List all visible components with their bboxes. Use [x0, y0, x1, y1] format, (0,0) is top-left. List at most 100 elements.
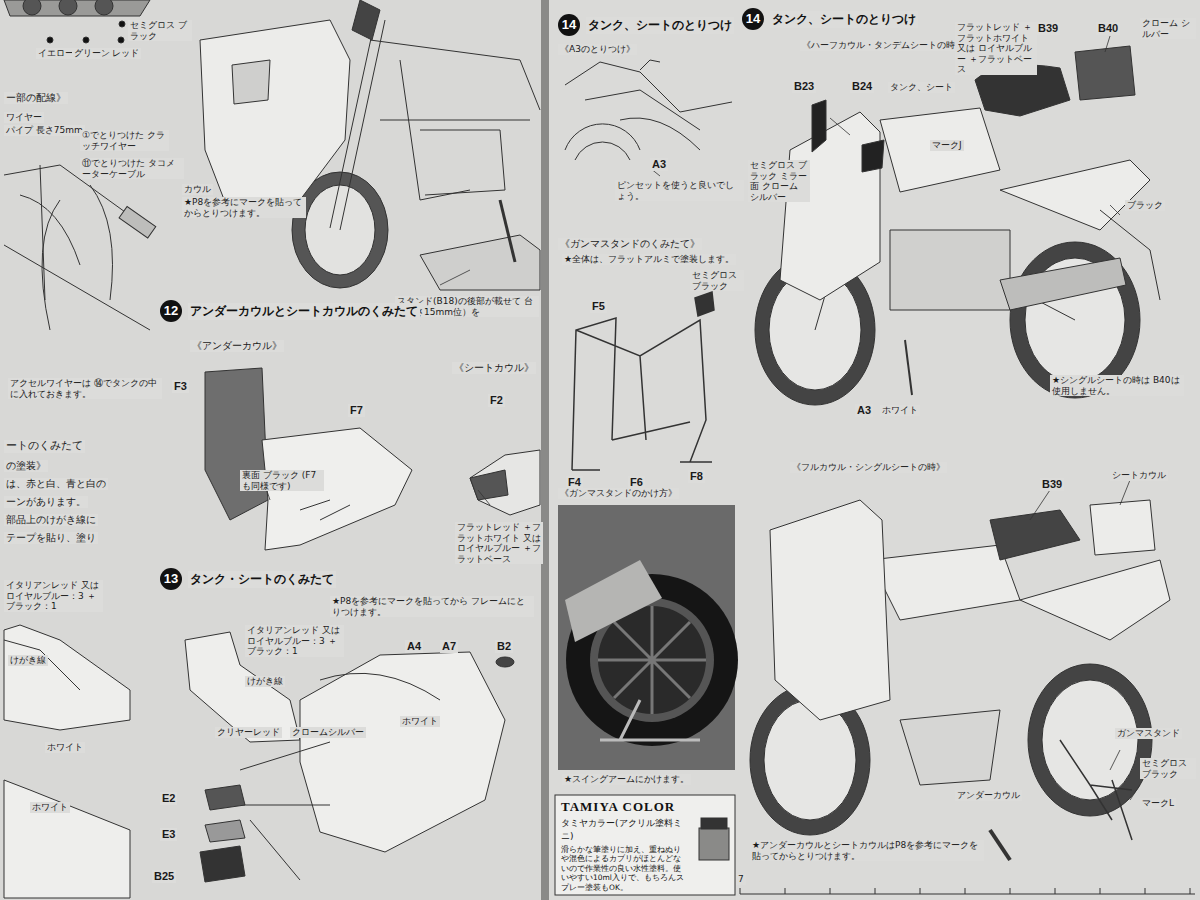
tank-seat-parts — [205, 785, 245, 810]
part-number: B39 — [1040, 478, 1064, 491]
scale-ruler — [740, 888, 1195, 894]
part-number: F8 — [688, 470, 705, 483]
section-heading: 《アンダーカウル》 — [190, 340, 284, 352]
section-heading: 《A3のとりつけ》 — [558, 44, 637, 55]
front-motorcycle — [200, 0, 540, 290]
paint-note: フラットレッド ＋フラットホワイト 又は ロイヤルブルー ＋フラットベース — [955, 22, 1037, 75]
step-title: タンク、シートのとりつけ — [586, 17, 734, 34]
brand-title: TAMIYA COLOR — [561, 799, 687, 815]
front-motorcycle — [232, 60, 270, 104]
motorcycle-half-cowl — [862, 140, 884, 172]
note: ★アンダーカウルとシートカウルはP8を参考にマークを貼ってからとりつけます。 — [750, 840, 984, 861]
tank-seat-parts — [4, 640, 80, 690]
note: ★全体は、フラットアルミで塗装します。 — [562, 254, 736, 265]
part-number: F2 — [488, 394, 505, 407]
motorcycle-full-cowl — [990, 830, 1010, 860]
step-heading: 14タンク、シートのとりつけ — [742, 8, 918, 30]
note: ーンがあります。 — [4, 496, 88, 508]
paint-panel — [555, 795, 735, 895]
section-heading: 《ガンマスタンドのかけ方》 — [558, 488, 679, 499]
section-heading: ートのくみたて — [4, 440, 85, 453]
paint-note: ホワイト — [400, 716, 440, 727]
motorcycle-half-cowl — [1000, 160, 1150, 230]
part-label: マークL — [1140, 798, 1176, 809]
front-motorcycle — [370, 40, 540, 200]
note: ピンセットを使うと良いでしょう。 — [615, 180, 744, 201]
paint-note: ブラック — [1125, 200, 1165, 211]
scale-ruler — [740, 888, 1195, 894]
part-number: A4 — [405, 640, 423, 653]
step-heading: 12アンダーカウルとシートカウルのくみたて — [160, 300, 420, 322]
motorcycle-full-cowl — [1090, 500, 1155, 555]
motorcycle-half-cowl — [905, 340, 912, 395]
step-heading: 14タンク、シートのとりつけ — [558, 14, 734, 36]
page-sheet — [549, 0, 1200, 900]
part-number: B40 — [1096, 22, 1120, 35]
part-label: アンダーカウル — [955, 790, 1022, 801]
meter-cluster — [119, 21, 125, 27]
paint-note: セミグロス ブラック ミラー面 クローム シルバー — [748, 160, 810, 202]
note: ★P8を参考にマークを貼ってから フレームにとりつけます。 — [330, 596, 534, 617]
section-heading: 《フルカウル・シングルシートの時》 — [790, 462, 947, 473]
part-number: F5 — [590, 300, 607, 313]
section-heading: ー部の配線》 — [4, 92, 68, 104]
product-description: 滑らかな筆塗りに加え、重ねぬりや混色によるカブリがほとんどないので作業性の良い水… — [561, 845, 687, 892]
part-label: けがき線 — [8, 655, 48, 666]
front-motorcycle — [200, 20, 350, 215]
motorcycle-half-cowl — [880, 108, 1000, 192]
note: は、赤と白、青と白の — [4, 478, 108, 490]
motorcycle-half-cowl — [780, 112, 880, 300]
front-motorcycle — [500, 200, 515, 262]
handlebar-wiring — [4, 165, 150, 330]
paint-panel — [701, 818, 727, 829]
part-label: ガンマスタンド — [1115, 728, 1182, 739]
motorcycle-full-cowl — [1042, 680, 1138, 800]
part-label: シートカウル — [1110, 470, 1168, 481]
small-bike-sketch — [640, 60, 660, 70]
part-number: B39 — [1036, 22, 1060, 35]
part-label: パイプ 長さ75mm — [4, 125, 85, 136]
tank-seat-parts — [496, 657, 514, 667]
part-number: B23 — [792, 80, 816, 93]
section-heading: 《シートカウル》 — [452, 362, 536, 374]
gamma-stand — [695, 292, 714, 316]
part-number: A3 — [855, 404, 873, 417]
motorcycle-full-cowl — [770, 500, 890, 720]
stand-photo — [600, 700, 700, 740]
stand-photo — [558, 505, 738, 770]
section-heading: 《ガンマスタンドのくみたて》 — [558, 238, 702, 250]
motorcycle-half-cowl — [1075, 46, 1135, 100]
part-label: ワイヤー — [4, 112, 44, 123]
motorcycle-half-cowl — [812, 100, 826, 152]
paint-note: ホワイト — [30, 802, 70, 813]
note: ★スイングアームにかけます。 — [562, 774, 691, 785]
paint-note: イタリアンレッド 又は ロイヤルブルー：3 ＋ブラック：1 — [4, 580, 103, 612]
meter-cluster — [47, 37, 53, 43]
paint-note: グリーン — [72, 48, 112, 59]
paint-panel — [699, 828, 729, 860]
step-number: 13 — [160, 568, 182, 590]
note: テープを貼り、塗り — [4, 532, 98, 544]
under-cowl — [300, 500, 350, 520]
paint-note: クロームシルバー — [290, 727, 366, 738]
part-number: E2 — [160, 792, 177, 805]
small-bike-sketch — [565, 124, 640, 160]
paint-note: ホワイト — [880, 405, 920, 416]
tank-seat-parts — [4, 625, 130, 730]
motorcycle-half-cowl — [1000, 258, 1126, 310]
paint-note: セミグロス ブラック — [690, 270, 744, 291]
tank-seat-parts — [205, 820, 245, 842]
part-label: ⑪でとりつけた タコメーターケーブル — [80, 158, 184, 179]
part-label: ①でとりつけた クラッチワイヤー — [80, 130, 169, 151]
small-bike-sketch — [565, 62, 732, 150]
meter-cluster — [118, 37, 124, 43]
part-number: F7 — [348, 404, 365, 417]
step-title: タンク、シートのとりつけ — [770, 11, 918, 28]
tank-seat-parts — [200, 846, 245, 882]
part-number: B24 — [850, 80, 874, 93]
step-heading: 13タンク・シートのくみたて — [160, 568, 336, 590]
under-cowl — [205, 368, 412, 550]
paint-note: フラットレッド ＋フラットホワイト 又は ロイヤルブルー ＋フラットベース — [455, 522, 543, 564]
